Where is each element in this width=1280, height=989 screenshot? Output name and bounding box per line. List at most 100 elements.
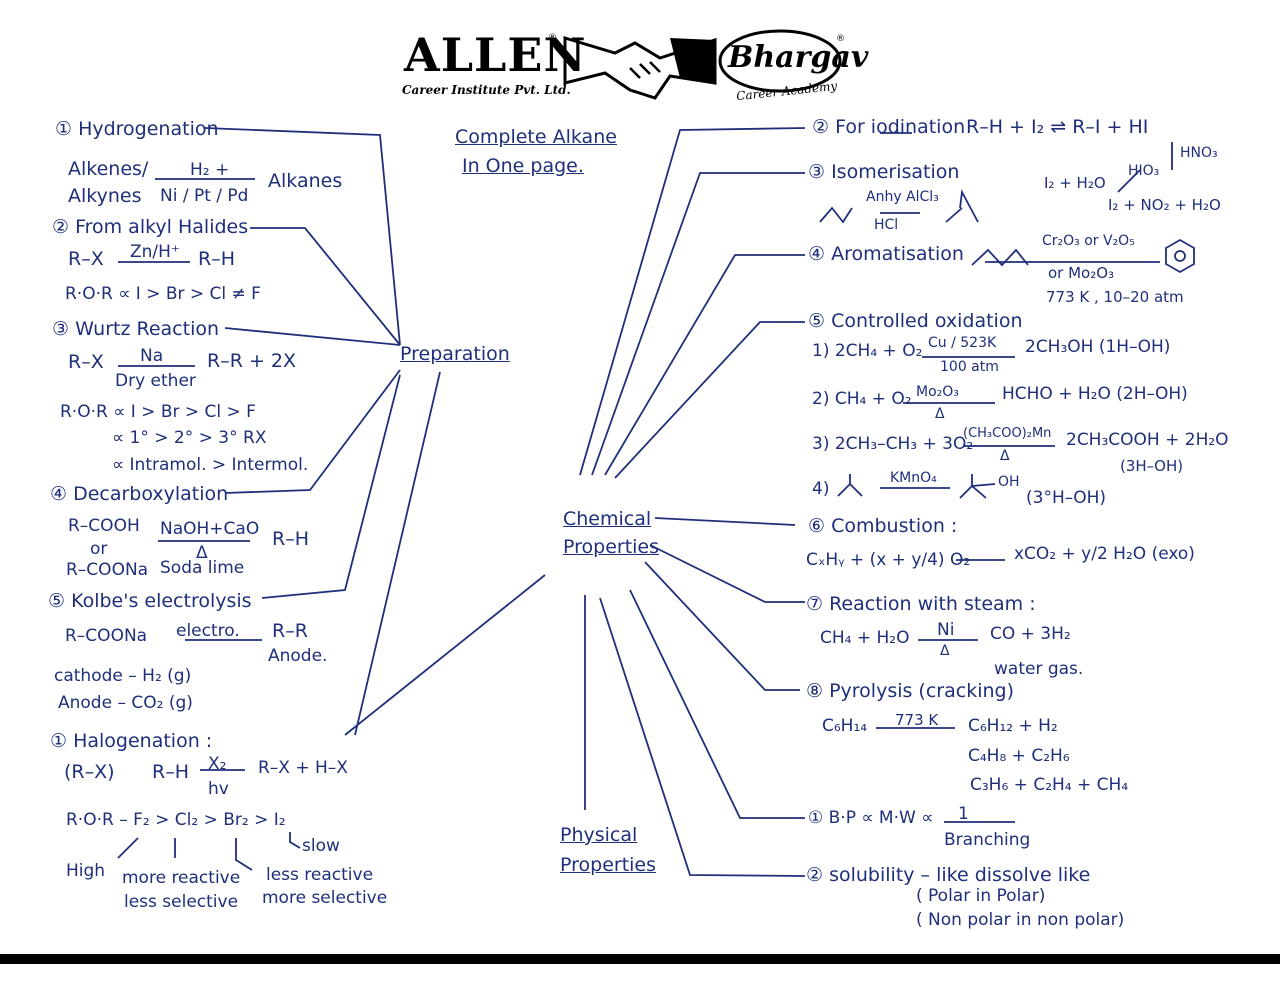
ox3-cond-top: (CH₃COO)₂Mn bbox=[963, 426, 1052, 441]
steam-reactant: CH₄ + H₂O bbox=[820, 628, 910, 648]
chem-isomerisation: ③ Isomerisation bbox=[808, 161, 960, 183]
decarb-cond-bottom: Soda lime bbox=[160, 558, 245, 578]
header-logos: ALLEN ® Career Institute Pvt. Ltd. Bharg… bbox=[0, 0, 1280, 110]
prep-decarboxylation: ④ Decarboxylation bbox=[50, 483, 229, 505]
combustion-right: xCO₂ + y/2 H₂O (exo) bbox=[1014, 544, 1195, 564]
ox1-cond-top: Cu / 523K bbox=[928, 335, 997, 351]
halogenation-high: High bbox=[66, 861, 106, 881]
wurtz-reactant: R–X bbox=[68, 351, 104, 373]
pyro-cond: 773 K bbox=[895, 711, 939, 729]
prep-hydrogenation: ① Hydrogenation bbox=[55, 118, 219, 140]
allen-logo: ALLEN bbox=[404, 28, 587, 82]
ox4-label: 4) bbox=[812, 479, 830, 499]
halogenation-ror: R·O·R – F₂ > Cl₂ > Br₂ > I₂ bbox=[66, 810, 286, 830]
phys-sol-2: ( Non polar in non polar) bbox=[916, 910, 1125, 930]
steam-product: CO + 3H₂ bbox=[990, 624, 1071, 644]
hydro-product: Alkanes bbox=[268, 170, 343, 192]
halogenation-less-reactive: less reactive bbox=[266, 865, 374, 885]
kolbe-product: R–R bbox=[272, 620, 308, 642]
page-title-line2: In One page. bbox=[462, 155, 584, 177]
steam-cond-bottom: Δ bbox=[940, 643, 950, 659]
prep-wurtz: ③ Wurtz Reaction bbox=[52, 318, 220, 340]
ox1-reactant: 1) 2CH₄ + O₂ bbox=[812, 341, 923, 361]
aro-cond-temp: 773 K , 10–20 atm bbox=[1046, 288, 1184, 306]
allen-subtitle: Career Institute Pvt. Ltd. bbox=[402, 83, 571, 97]
hub-physical: Physical bbox=[560, 824, 638, 846]
ah-ror: R·O·R ∝ I > Br > Cl ≠ F bbox=[65, 284, 261, 304]
chem-aromatisation: ④ Aromatisation bbox=[808, 243, 964, 265]
hub-chemical-2: Properties bbox=[563, 536, 660, 558]
wurtz-cond-top: Na bbox=[140, 346, 164, 366]
ox2-cond-bottom: Δ bbox=[935, 406, 945, 422]
ox4-oh: OH bbox=[998, 474, 1020, 490]
handshake-icon bbox=[563, 35, 717, 100]
iodination-hio3: HIO₃ bbox=[1128, 163, 1160, 179]
decarb-reactant-2: R–COONa bbox=[66, 560, 149, 580]
ah-reactant: R–X bbox=[68, 248, 104, 270]
wurtz-cond-bottom: Dry ether bbox=[115, 371, 196, 391]
page-title: Complete Alkane bbox=[455, 126, 617, 148]
pyro-product-2: C₄H₈ + C₂H₆ bbox=[968, 746, 1070, 766]
wurtz-product: R–R + 2X bbox=[207, 350, 297, 372]
iodination-i2h2o: I₂ + H₂O bbox=[1044, 174, 1106, 192]
halogenation-cond-top: X₂ bbox=[208, 754, 227, 774]
hub-preparation: Preparation bbox=[400, 343, 510, 365]
hydro-reactant: Alkenes/ bbox=[68, 158, 149, 180]
phys-solubility: ② solubility – like dissolve like bbox=[806, 864, 1091, 886]
decarb-delta: Δ bbox=[196, 543, 208, 563]
hydro-reactant-2: Alkynes bbox=[68, 185, 142, 207]
aro-cond-top: Cr₂O₃ or V₂O₅ bbox=[1042, 233, 1135, 249]
halogenation-rx: (R–X) bbox=[64, 761, 115, 783]
bhargav-reg-mark: ® bbox=[836, 34, 845, 44]
decarb-or: or bbox=[90, 539, 108, 559]
steam-cond-top: Ni bbox=[937, 620, 955, 640]
pyro-product-3: C₃H₆ + C₂H₄ + CH₄ bbox=[970, 775, 1129, 795]
bottom-border bbox=[0, 954, 1280, 964]
kolbe-anode: Anode – CO₂ (g) bbox=[58, 693, 193, 713]
halogenation-more-selective: more selective bbox=[262, 888, 388, 908]
pyro-reactant: C₆H₁₄ bbox=[822, 716, 868, 736]
ox1-cond-bottom: 100 atm bbox=[940, 359, 999, 375]
chem-combustion: ⑥ Combustion : bbox=[808, 515, 958, 537]
bhargav-logo: Bhargav bbox=[728, 40, 869, 75]
halogenation-product: R–X + H–X bbox=[258, 758, 348, 778]
ox3-cond-bottom: Δ bbox=[1000, 448, 1010, 464]
decarb-cond-top: NaOH+CaO bbox=[160, 519, 260, 539]
ox3-product: 2CH₃COOH + 2H₂O bbox=[1066, 430, 1229, 450]
phys-bp: ① B·P ∝ M·W ∝ bbox=[808, 808, 934, 828]
decarb-product: R–H bbox=[272, 528, 309, 550]
iodination-hno3: HNO₃ bbox=[1180, 145, 1218, 161]
ox2-reactant: 2) CH₄ + O₂ bbox=[812, 389, 912, 409]
ah-product: R–H bbox=[198, 248, 235, 270]
ah-cond: Zn/H⁺ bbox=[130, 242, 180, 262]
wurtz-ror-1: R·O·R ∝ I > Br > Cl > F bbox=[60, 402, 256, 422]
aro-cond-bottom: or Mo₂O₃ bbox=[1048, 264, 1115, 282]
halogenation-less-selective: less selective bbox=[124, 892, 239, 912]
combustion-left: CₓHᵧ + (x + y/4) O₂ bbox=[806, 550, 971, 570]
ox3-reactant: 3) 2CH₃–CH₃ + 3O₂ bbox=[812, 434, 974, 454]
steam-note: water gas. bbox=[994, 659, 1084, 679]
phys-bp-num: 1 bbox=[958, 804, 969, 824]
hydro-cond-top: H₂ + bbox=[190, 160, 230, 180]
phys-sol-1: ( Polar in Polar) bbox=[916, 886, 1046, 906]
halogenation-more-reactive: more reactive bbox=[122, 868, 241, 888]
halogenation-reactant: R–H bbox=[152, 761, 189, 783]
chem-steam: ⑦ Reaction with steam : bbox=[806, 593, 1036, 615]
iso-cond-bottom: HCl bbox=[874, 217, 899, 233]
hub-physical-2: Properties bbox=[560, 854, 657, 876]
prep-kolbe: ⑤ Kolbe's electrolysis bbox=[48, 590, 252, 612]
chem-oxidation: ⑤ Controlled oxidation bbox=[808, 310, 1023, 332]
halogenation-title: ① Halogenation : bbox=[50, 730, 213, 752]
bhargav-logo-oval bbox=[718, 29, 842, 93]
ox1-product: 2CH₃OH (1H–OH) bbox=[1025, 337, 1171, 357]
chem-pyrolysis: ⑧ Pyrolysis (cracking) bbox=[806, 680, 1014, 702]
wurtz-ror-3: ∝ Intramol. > Intermol. bbox=[112, 455, 309, 475]
kolbe-anode-label: Anode. bbox=[268, 646, 328, 666]
hub-chemical: Chemical bbox=[563, 508, 652, 530]
prep-alkyl-halides: ② From alkyl Halides bbox=[52, 216, 249, 238]
ox4-note: (3°H–OH) bbox=[1026, 488, 1107, 508]
kolbe-cond: electro. bbox=[176, 621, 240, 641]
wurtz-ror-2: ∝ 1° > 2° > 3° RX bbox=[112, 428, 267, 448]
halogenation-cond-bottom: hv bbox=[208, 779, 229, 799]
